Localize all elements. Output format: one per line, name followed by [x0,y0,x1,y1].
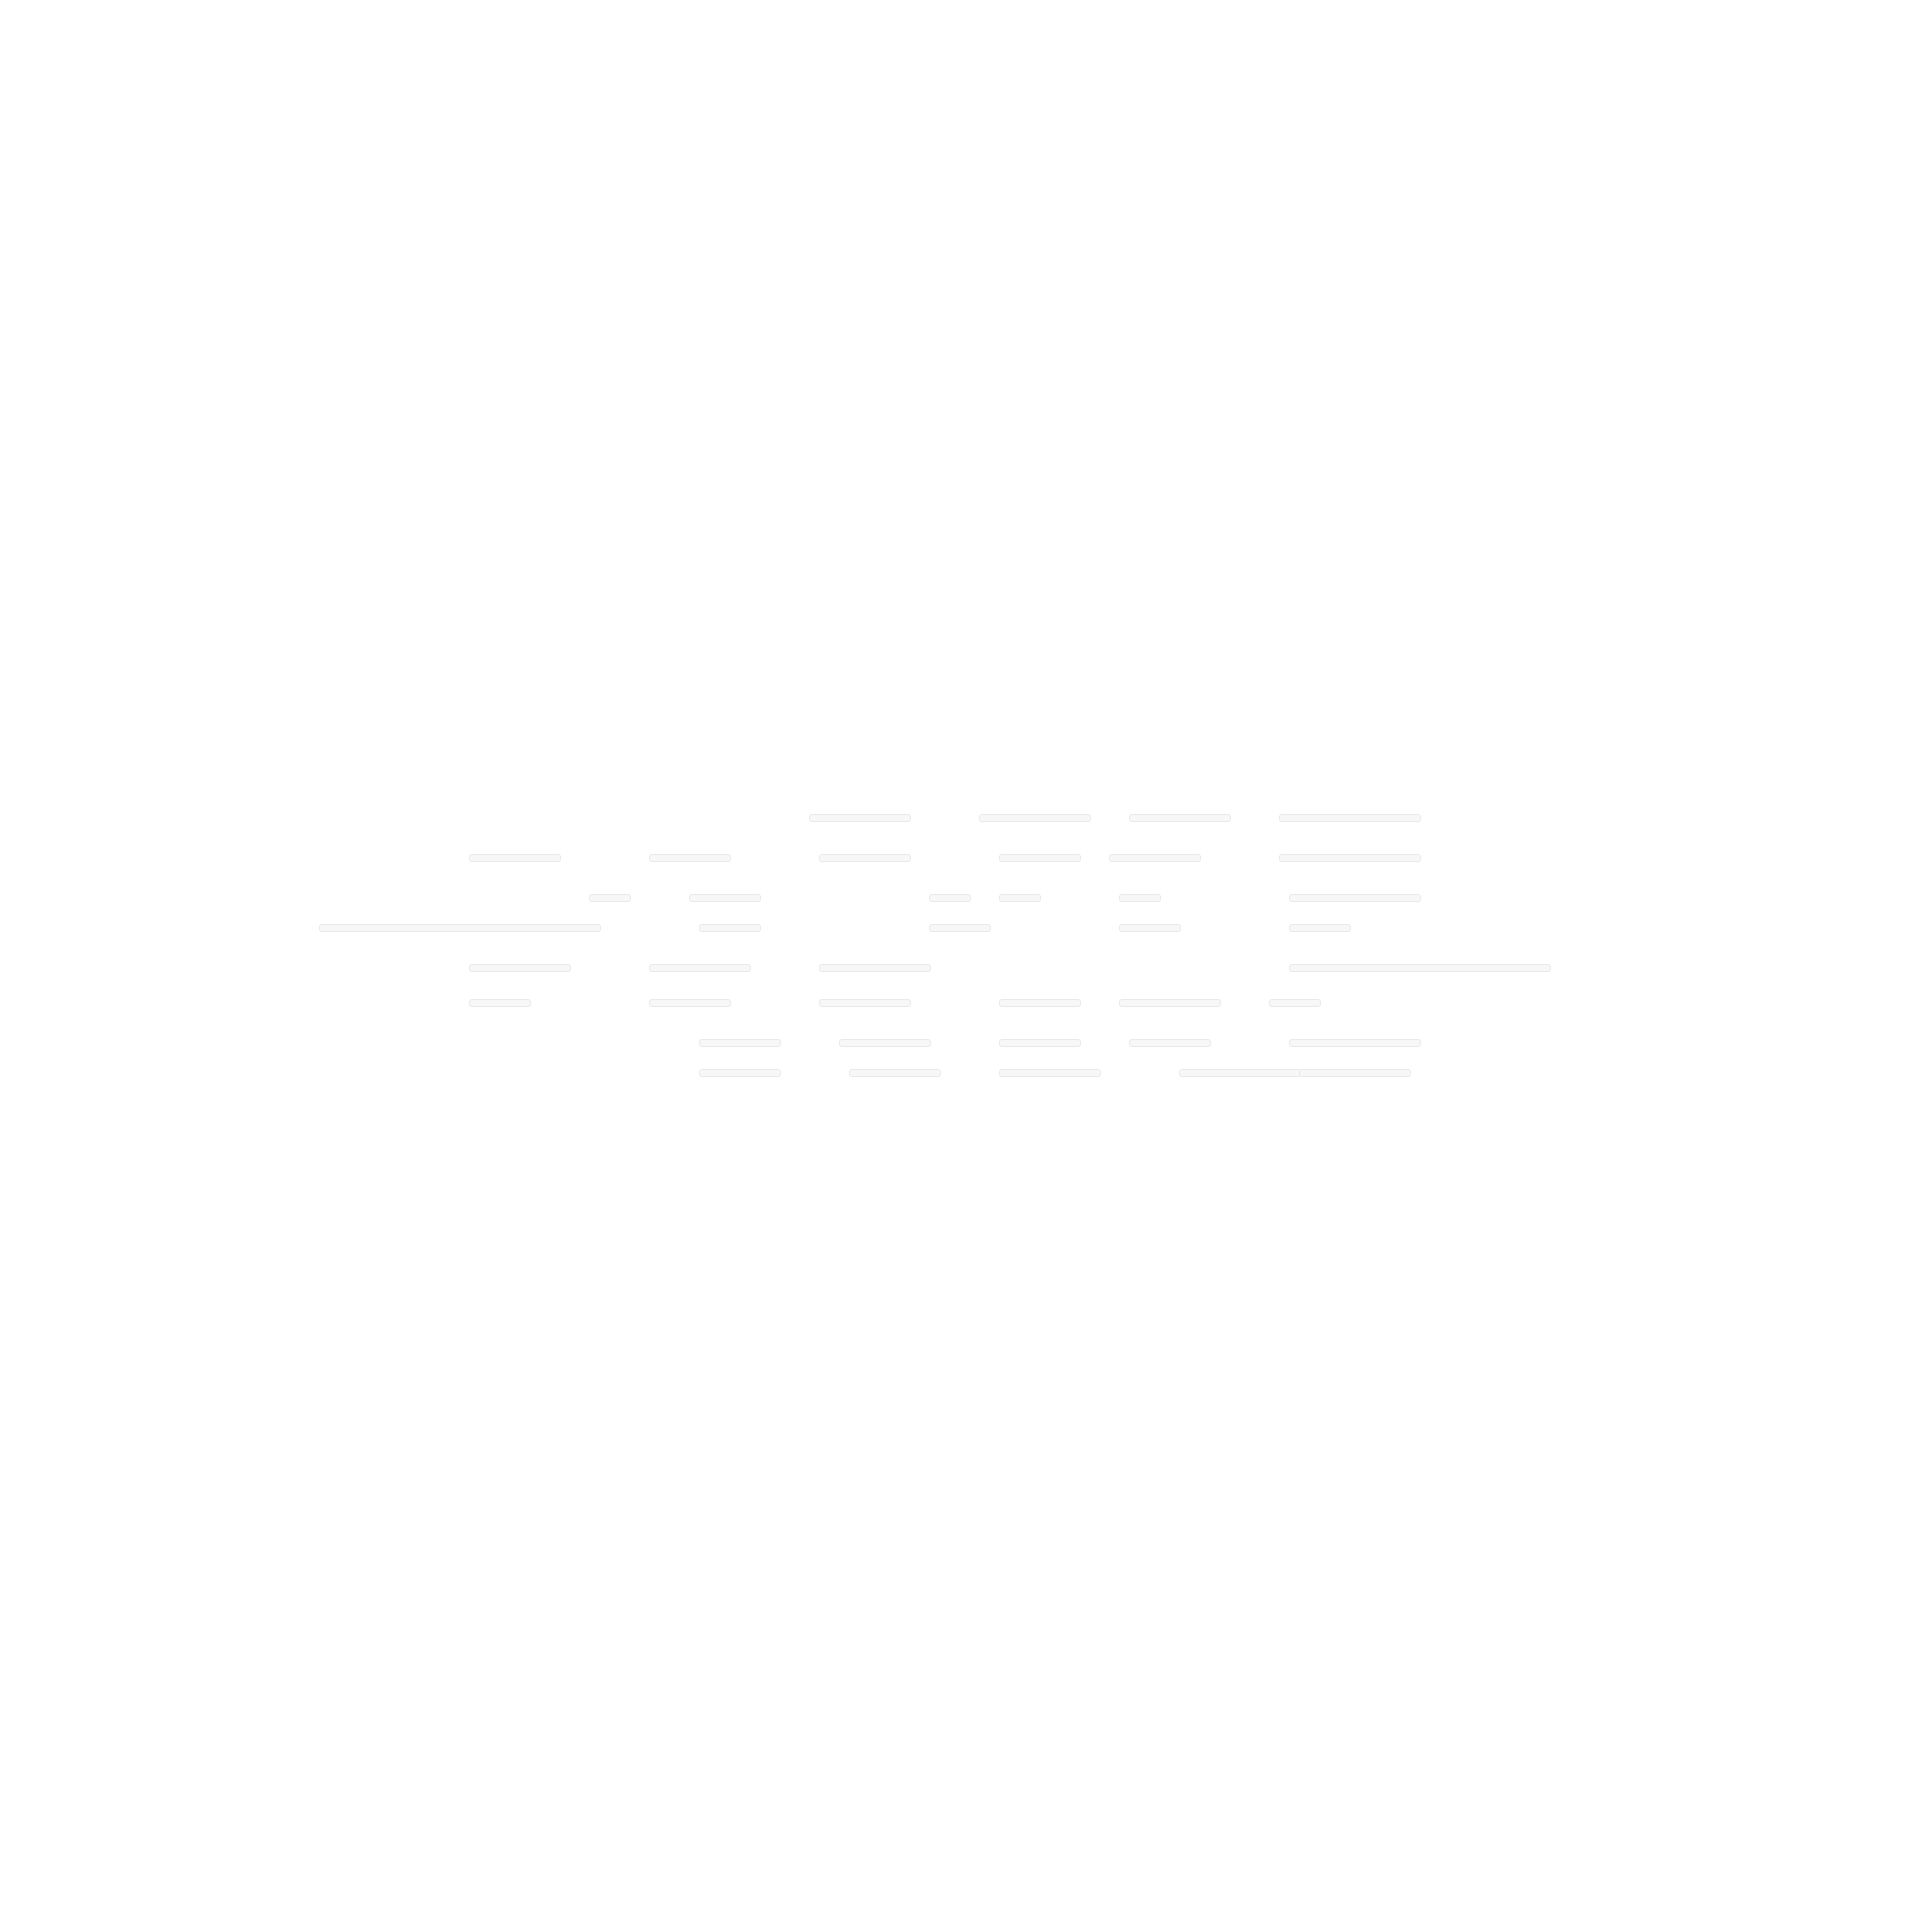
faded-text-placeholder [650,965,750,971]
faded-text-placeholder [1000,1040,1080,1046]
faded-text-placeholder [1290,965,1550,971]
faded-text-placeholder [1180,1070,1300,1076]
faded-text-placeholder [1000,1070,1100,1076]
faded-text-placeholder [1000,895,1040,901]
faded-text-placeholder [1000,855,1080,861]
faded-text-placeholder [700,1040,780,1046]
faded-text-placeholder [1300,1070,1410,1076]
faded-text-placeholder [820,855,910,861]
faded-text-placeholder [690,895,760,901]
faded-text-placeholder [470,1000,530,1006]
faded-text-placeholder [980,815,1090,821]
faded-text-placeholder [1120,895,1160,901]
faded-text-placeholder [1000,1000,1080,1006]
faded-text-placeholder [820,965,930,971]
faded-text-placeholder [840,1040,930,1046]
faded-text-placeholder [1130,815,1230,821]
faded-text-placeholder [1270,1000,1320,1006]
faded-text-placeholder [850,1070,940,1076]
faded-text-placeholder [1280,815,1420,821]
faded-text-placeholder [1290,925,1350,931]
faded-text-placeholder [1120,1000,1220,1006]
faded-text-placeholder [1290,895,1420,901]
faded-text-placeholder [820,1000,910,1006]
faded-text-placeholder [1110,855,1200,861]
faded-text-placeholder [470,965,570,971]
faded-text-placeholder [810,815,910,821]
faded-text-placeholder [1130,1040,1210,1046]
faded-text-placeholder [930,925,990,931]
faded-text-placeholder [650,1000,730,1006]
faded-text-placeholder [930,895,970,901]
faded-text-placeholder [1290,1040,1420,1046]
faded-text-placeholder [650,855,730,861]
faded-text-placeholder [1280,855,1420,861]
faded-text-placeholder [590,895,630,901]
faded-text-placeholder [470,855,560,861]
faded-text-placeholder [700,925,760,931]
faded-text-placeholder [320,925,600,931]
faded-text-placeholder [700,1070,780,1076]
faded-text-placeholder [1120,925,1180,931]
